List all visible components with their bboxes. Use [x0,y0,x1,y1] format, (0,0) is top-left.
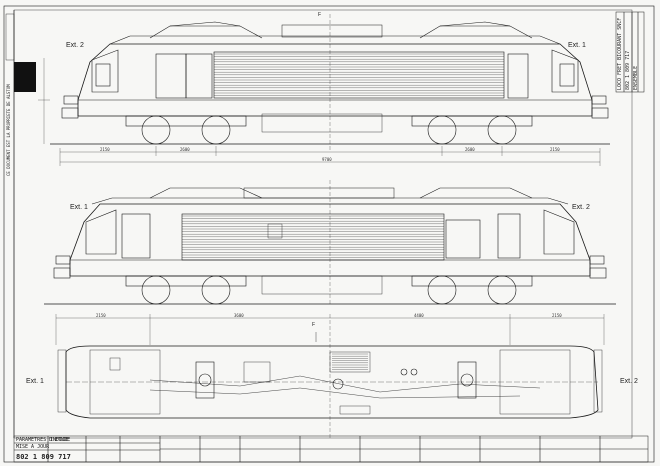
tb-update: MISE A JOUR [16,444,50,450]
dim-side-3: 2600 [465,147,475,152]
dim-plan-1: 2150 [96,313,106,318]
tb-params: PARAMETRES D'ETUDE [16,437,71,443]
tb-index: INDICE [50,437,69,443]
dim-plan-2: 3600 [234,313,244,318]
plan-view [55,314,605,440]
end-label-ext1-top: Ext. 1 [568,42,586,49]
axis-mark-f-top: F [318,12,322,18]
black-block [14,62,36,92]
end-label-ext1-middle: Ext. 1 [70,204,88,211]
sheet-frame [3,5,655,463]
title-vertical-3: ENSEMBLE [633,65,639,90]
inner-frame [13,9,633,439]
drawing-number: 802 1 809 717 [16,453,71,461]
title-vertical-2: 802 1 809 717 [625,50,631,90]
end-label-ext2-middle: Ext. 2 [572,204,590,211]
dim-plan-3: 4400 [414,313,424,318]
side-view-2 [44,180,616,306]
dim-side-total: 9700 [322,157,332,162]
side-view-1 [38,14,610,166]
title-vertical-1: LOCO FRET BICOURANT SNCF [617,17,623,90]
end-label-ext2-plan: Ext. 2 [620,378,638,385]
end-label-ext1-plan: Ext. 1 [26,378,44,385]
dim-side-1: 2150 [100,147,110,152]
dim-plan-4: 2150 [552,313,562,318]
dim-side-4: 2150 [550,147,560,152]
title-strip [615,11,645,93]
axis-mark-f-plan: F [312,322,316,328]
end-label-ext2-top: Ext. 2 [66,42,84,49]
ownership-note: CE DOCUMENT EST LA PROPRIETE DE ALSTOM [6,84,11,176]
dim-side-2: 2600 [180,147,190,152]
